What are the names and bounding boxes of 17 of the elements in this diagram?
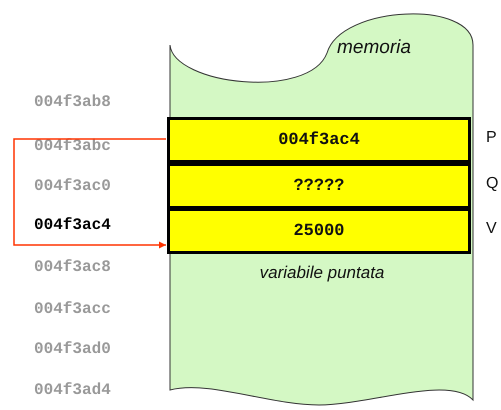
pointer-arrow <box>13 138 166 248</box>
memory-label: variabile puntata <box>260 263 384 283</box>
memory-address: 004f3acc <box>34 300 111 318</box>
memory-cell: 004f3ac4 <box>167 117 471 163</box>
variable-name: P <box>486 129 497 147</box>
memory-address: 004f3ac8 <box>34 258 111 276</box>
memory-cell: ????? <box>167 163 471 209</box>
memory-address: 004f3ac4 <box>34 216 111 234</box>
memory-address: 004f3ad4 <box>34 381 111 399</box>
memory-cell: 25000 <box>167 208 471 254</box>
variable-name: V <box>486 220 497 238</box>
memory-address: 004f3ad0 <box>34 340 111 358</box>
memory-label: memoria <box>337 37 411 59</box>
memory-address: 004f3ac0 <box>34 177 111 195</box>
memory-address: 004f3ab8 <box>34 93 111 111</box>
memory-address: 004f3abc <box>34 137 111 155</box>
variable-name: Q <box>486 175 498 193</box>
